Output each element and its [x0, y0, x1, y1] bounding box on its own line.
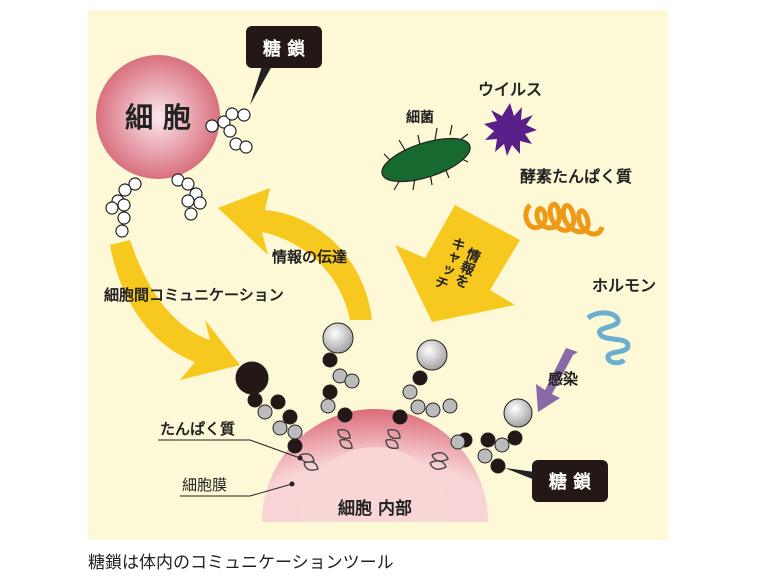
protein-leader-dot — [297, 455, 303, 461]
sugar-chains-bottom — [235, 322, 533, 474]
sugar-chain-label-top: 糖 鎖 — [263, 38, 306, 60]
membrane-proteins — [299, 428, 449, 471]
intercell-arrow — [110, 240, 240, 380]
transmission-arrow — [218, 188, 372, 320]
enzyme-protein — [523, 201, 605, 237]
enzyme-label: 酵素たんぱく質 — [520, 167, 632, 186]
interior-label: 細胞 内部 — [338, 498, 412, 519]
protein-leader-line — [158, 439, 301, 459]
sugar-chain-callout-top — [246, 26, 322, 68]
callout-tail-bottom — [505, 468, 535, 480]
sugar-chain-callout-bottom — [532, 460, 608, 502]
cell — [96, 55, 220, 179]
virus-label: ウイルス — [478, 80, 542, 99]
hormone-label: ホルモン — [592, 276, 656, 295]
intercell-label: 細胞間コミュニケーション — [104, 286, 284, 304]
sugar-chain-label-bottom: 糖 鎖 — [549, 471, 592, 493]
callout-tail — [250, 66, 272, 105]
membrane-label: 細胞膜 — [182, 476, 227, 494]
hormone — [586, 310, 631, 366]
cell-interior — [300, 447, 450, 522]
transmission-label: 情報の伝達 — [272, 248, 347, 266]
figure-caption: 糖鎖は体内のコミュニケーションツール — [88, 553, 394, 573]
cell-label: 細 胞 — [125, 101, 191, 134]
bacteria — [381, 124, 471, 191]
membrane-leader-line — [180, 483, 293, 497]
infection-arrow — [536, 348, 578, 412]
protein-label: たんぱく質 — [160, 420, 235, 438]
infection-label: 感染 — [548, 370, 579, 388]
bacteria-label: 細菌 — [406, 109, 434, 126]
virus — [484, 103, 537, 156]
membrane-leader-dot — [289, 481, 295, 487]
sugar-chains-top — [105, 107, 253, 238]
catch-arrow — [395, 205, 520, 322]
